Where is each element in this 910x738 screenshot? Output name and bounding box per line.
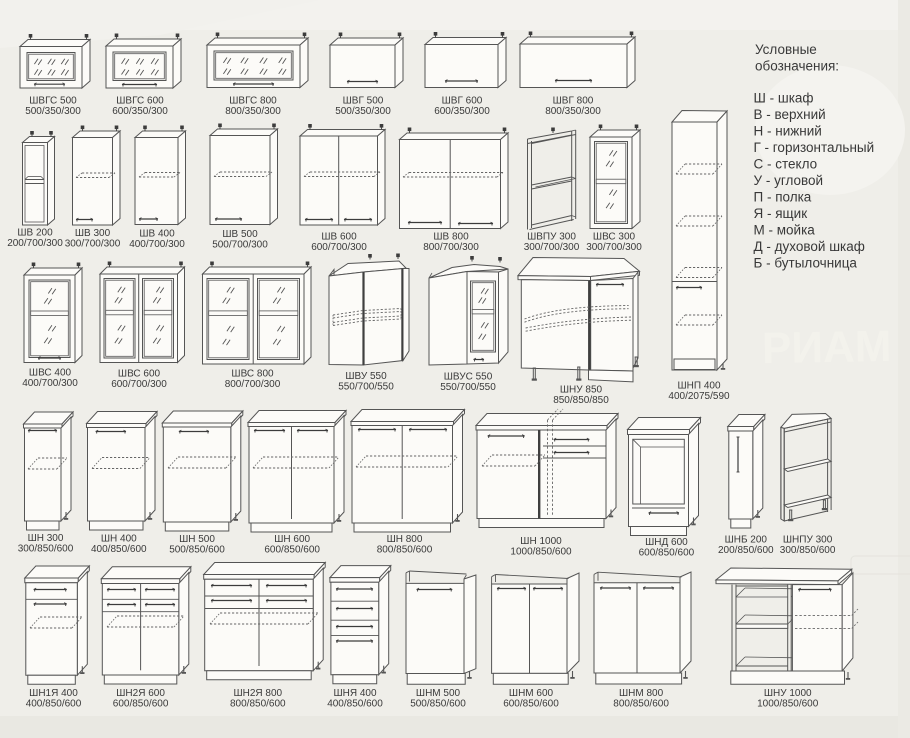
svg-text:ШНМ 800: ШНМ 800 xyxy=(619,688,664,699)
svg-text:В - верхний: В - верхний xyxy=(754,107,826,122)
svg-text:400/700/300: 400/700/300 xyxy=(22,378,78,389)
svg-text:ШН2Я 600: ШН2Я 600 xyxy=(116,688,165,699)
svg-text:ШВ 200: ШВ 200 xyxy=(17,228,53,239)
svg-text:РИАМ: РИАМ xyxy=(762,322,892,373)
svg-text:ШНПУ 300: ШНПУ 300 xyxy=(783,535,833,546)
svg-text:500/350/300: 500/350/300 xyxy=(25,106,81,117)
svg-text:800/850/600: 800/850/600 xyxy=(613,699,669,710)
svg-text:300/700/300: 300/700/300 xyxy=(65,239,121,250)
svg-text:ШН 800: ШН 800 xyxy=(387,534,423,545)
svg-text:1000/850/600: 1000/850/600 xyxy=(510,547,572,558)
svg-text:Ш - шкаф: Ш - шкаф xyxy=(754,91,814,106)
svg-text:ШВ 800: ШВ 800 xyxy=(433,232,469,243)
svg-text:1000/850/600: 1000/850/600 xyxy=(757,699,819,710)
svg-text:ШВУ 550: ШВУ 550 xyxy=(345,371,387,382)
svg-text:ШВ 300: ШВ 300 xyxy=(75,228,111,239)
svg-text:Условные: Условные xyxy=(755,42,817,57)
svg-text:600/850/600: 600/850/600 xyxy=(639,548,695,559)
svg-text:ШН1Я 400: ШН1Я 400 xyxy=(29,688,78,699)
svg-text:300/700/300: 300/700/300 xyxy=(524,242,580,253)
svg-text:Г - горизонтальный: Г - горизонтальный xyxy=(754,140,875,155)
svg-text:ШВ 600: ШВ 600 xyxy=(321,232,357,243)
svg-text:ШВ 400: ШВ 400 xyxy=(139,229,175,240)
svg-text:ШВГ 600: ШВГ 600 xyxy=(442,96,483,107)
svg-text:У - угловой: У - угловой xyxy=(754,173,824,188)
svg-text:600/350/300: 600/350/300 xyxy=(434,106,490,117)
svg-text:ШВ 500: ШВ 500 xyxy=(222,229,258,240)
svg-text:600/850/600: 600/850/600 xyxy=(264,545,320,556)
svg-text:800/850/600: 800/850/600 xyxy=(230,699,286,710)
svg-text:ШВГ 500: ШВГ 500 xyxy=(343,96,384,107)
svg-text:800/850/600: 800/850/600 xyxy=(377,545,433,556)
svg-text:ШНП 400: ШНП 400 xyxy=(677,381,720,392)
svg-text:600/700/300: 600/700/300 xyxy=(111,379,167,390)
svg-text:М - мойка: М - мойка xyxy=(754,223,816,238)
svg-text:300/700/300: 300/700/300 xyxy=(586,242,642,253)
svg-text:Н - нижний: Н - нижний xyxy=(754,124,822,139)
svg-text:ШВС 300: ШВС 300 xyxy=(593,232,636,243)
svg-text:ШВГС 500: ШВГС 500 xyxy=(29,96,77,107)
svg-text:ШВС 400: ШВС 400 xyxy=(29,368,72,379)
svg-text:600/850/600: 600/850/600 xyxy=(503,699,559,710)
svg-text:500/350/300: 500/350/300 xyxy=(335,106,391,117)
svg-text:400/2075/590: 400/2075/590 xyxy=(668,391,730,402)
svg-text:200/850/600: 200/850/600 xyxy=(718,545,774,556)
svg-text:ШВГС 600: ШВГС 600 xyxy=(116,96,164,107)
svg-text:П - полка: П - полка xyxy=(754,190,812,205)
svg-text:ШНД 600: ШНД 600 xyxy=(645,537,688,548)
svg-text:Д - духовой шкаф: Д - духовой шкаф xyxy=(754,239,865,254)
svg-text:ШВПУ 300: ШВПУ 300 xyxy=(527,232,576,243)
svg-text:500/850/600: 500/850/600 xyxy=(410,699,466,710)
svg-text:ШН 300: ШН 300 xyxy=(28,533,64,544)
svg-text:ШВС 800: ШВС 800 xyxy=(231,369,274,380)
svg-text:200/700/300: 200/700/300 xyxy=(7,238,63,249)
svg-text:600/350/300: 600/350/300 xyxy=(112,106,168,117)
svg-text:Я - ящик: Я - ящик xyxy=(754,206,808,221)
svg-text:ШВС 600: ШВС 600 xyxy=(118,369,161,380)
svg-text:ШВУС 550: ШВУС 550 xyxy=(444,372,493,383)
svg-text:обозначения:: обозначения: xyxy=(755,59,839,74)
svg-text:800/350/300: 800/350/300 xyxy=(225,106,281,117)
svg-text:400/850/600: 400/850/600 xyxy=(91,544,147,555)
svg-text:ШНБ 200: ШНБ 200 xyxy=(725,535,768,546)
svg-text:ШН 500: ШН 500 xyxy=(179,534,215,545)
svg-text:300/850/600: 300/850/600 xyxy=(18,544,74,555)
svg-text:800/700/300: 800/700/300 xyxy=(423,242,479,253)
svg-text:600/850/600: 600/850/600 xyxy=(113,699,169,710)
svg-text:800/700/300: 800/700/300 xyxy=(225,379,281,390)
svg-text:ШВГ 800: ШВГ 800 xyxy=(553,96,594,107)
svg-text:ШНУ 850: ШНУ 850 xyxy=(560,385,603,396)
svg-text:400/850/600: 400/850/600 xyxy=(327,699,383,710)
svg-text:850/850/850: 850/850/850 xyxy=(553,395,609,406)
svg-text:С - стекло: С - стекло xyxy=(754,157,818,172)
svg-text:550/700/550: 550/700/550 xyxy=(440,382,496,393)
svg-text:ШН2Я 800: ШН2Я 800 xyxy=(233,688,282,699)
svg-text:ШНУ 1000: ШНУ 1000 xyxy=(764,688,812,699)
svg-text:ШНМ 600: ШНМ 600 xyxy=(509,688,554,699)
svg-text:500/700/300: 500/700/300 xyxy=(212,240,268,251)
svg-text:400/700/300: 400/700/300 xyxy=(129,239,185,250)
svg-text:300/850/600: 300/850/600 xyxy=(780,545,836,556)
svg-text:ШН 1000: ШН 1000 xyxy=(520,536,562,547)
svg-text:800/350/300: 800/350/300 xyxy=(545,106,601,117)
svg-text:ШН 600: ШН 600 xyxy=(274,534,310,545)
svg-text:400/850/600: 400/850/600 xyxy=(26,699,82,710)
svg-text:Б - бутылочница: Б - бутылочница xyxy=(754,256,858,271)
svg-text:550/700/550: 550/700/550 xyxy=(338,382,394,393)
svg-text:ШВГС 800: ШВГС 800 xyxy=(229,96,277,107)
svg-text:ШНЯ 400: ШНЯ 400 xyxy=(333,688,377,699)
svg-text:500/850/600: 500/850/600 xyxy=(169,545,225,556)
svg-text:600/700/300: 600/700/300 xyxy=(311,242,367,253)
svg-text:ШН 400: ШН 400 xyxy=(101,534,137,545)
svg-text:ШНМ 500: ШНМ 500 xyxy=(416,688,461,699)
